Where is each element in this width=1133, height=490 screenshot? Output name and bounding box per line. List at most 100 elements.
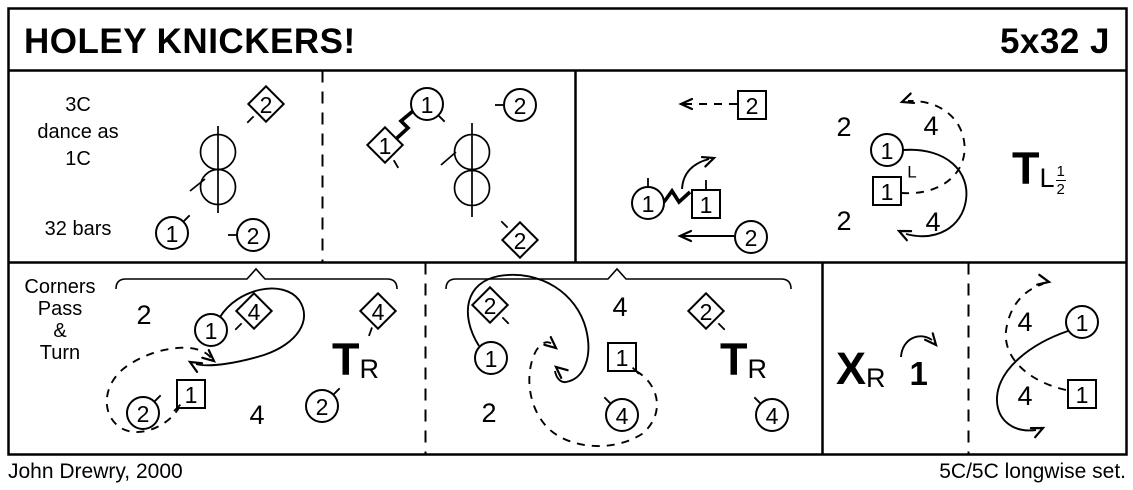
dancer-circle-1: 1	[194, 313, 228, 347]
phase-label: 4	[249, 400, 264, 430]
arrowhead	[923, 332, 938, 348]
couples-note-line: 1C	[65, 148, 91, 170]
overbrace-left	[115, 267, 398, 290]
dancer-number: 2	[137, 401, 150, 427]
facing-tick	[437, 114, 446, 123]
dancer-square-1: 1	[173, 379, 206, 412]
turn-symbol: T	[720, 334, 748, 385]
dancer-number: 4	[248, 299, 261, 325]
half-slash	[189, 178, 206, 192]
facing-tick	[717, 322, 726, 331]
phase-label: 4	[1017, 307, 1032, 337]
dancer-number: 4	[372, 299, 385, 325]
phase-label: 2	[136, 300, 151, 330]
dancer-number: 2	[700, 299, 713, 325]
dancer-number: 1	[700, 192, 713, 218]
dashed-turn-arc	[900, 100, 966, 195]
facing-tick	[182, 214, 191, 223]
dancer-diamond-2: 2	[686, 291, 726, 331]
dancer-circle-4: 4	[753, 396, 789, 432]
turn-symbol: T	[1012, 143, 1040, 194]
facing-tick	[500, 220, 509, 229]
phase-label: L	[907, 163, 916, 182]
dancer-square-1: 1	[691, 180, 721, 219]
dancer-circle-1: 1	[870, 133, 904, 167]
solid-turn-arc	[996, 330, 1069, 432]
arrowhead	[677, 229, 693, 243]
dancer-number: 1	[881, 179, 894, 205]
arrowhead	[543, 335, 559, 350]
arrowhead	[896, 229, 913, 242]
dancer-circle-2: 2	[495, 88, 537, 122]
dancer-square-2: 2	[737, 90, 767, 120]
dancer-circle-2: 2	[228, 218, 270, 252]
arrowhead	[187, 360, 204, 373]
set-type: 5C/5C longwise set.	[939, 460, 1126, 483]
arrowhead	[1036, 273, 1052, 286]
dancer-diamond-4: 4	[234, 291, 274, 331]
half-slash	[440, 151, 457, 166]
half-figure-eight-symbol	[189, 126, 237, 213]
dancer-number: 1	[881, 138, 894, 164]
arrowhead	[899, 92, 916, 105]
dancer-circle-2: 2	[305, 387, 341, 423]
dance-title: HOLEY KNICKERS!	[24, 22, 356, 61]
devisor-credit: John Drewry, 2000	[8, 460, 183, 483]
dancer-number: 2	[745, 225, 758, 251]
facing-tick	[234, 322, 243, 331]
phase-label: 2	[836, 206, 851, 236]
curved-track-up	[681, 158, 710, 190]
dashed-turn-arc	[1004, 283, 1067, 391]
dancer-number: 2	[247, 223, 260, 249]
dancer-diamond-2: 2	[470, 285, 510, 325]
couples-note: 3C dance as 1C	[18, 92, 138, 173]
repeat-and-type: 5x32 J	[999, 22, 1110, 61]
dancer-number: 4	[766, 403, 779, 429]
facing-tick	[368, 327, 373, 337]
couples-note-line: 3C	[65, 94, 91, 116]
solid-turn-arc	[902, 148, 968, 238]
dancer-diamond-4: 4	[358, 291, 398, 337]
phase-label: 2	[481, 398, 496, 428]
dashed-loop-track	[105, 346, 212, 433]
dancer-number: 1	[616, 345, 629, 371]
corners-note-line: Corners	[24, 276, 96, 298]
dancer-circle-1: 1	[410, 87, 446, 123]
overbrace-right	[445, 267, 792, 290]
track-arrows	[105, 92, 1069, 447]
turn-hand-subscript: R	[359, 354, 380, 384]
handhold-zigzag	[395, 109, 415, 140]
dancer-diamond-1: 1	[365, 125, 405, 169]
turn-hand-subscript: R	[747, 354, 768, 384]
couples-note-line: dance as	[37, 121, 119, 143]
outer-border	[7, 7, 1128, 456]
dancer-number: 2	[260, 92, 273, 118]
phase-labels-layer: 2 4 2 4 L 2 4 4 2 4 4	[136, 111, 1032, 430]
turn-symbol: T	[332, 334, 360, 385]
dancer-circle-2: 2	[126, 394, 162, 430]
handhold-zigzag	[662, 187, 692, 205]
arrowhead	[1029, 426, 1046, 439]
turn-single-arc	[900, 335, 933, 358]
arrowhead	[201, 348, 217, 363]
dancer-number: 2	[514, 228, 527, 254]
dancer-square-1: 1	[872, 176, 902, 206]
dancer-number: 4	[616, 403, 629, 429]
diagram-grid	[7, 7, 1128, 456]
facing-tick	[603, 396, 612, 405]
dancer-square-1: 1	[607, 342, 640, 375]
solid-loop-track	[195, 287, 305, 367]
dancer-number: 1	[1076, 310, 1089, 336]
dancer-diamond-2: 2	[500, 220, 540, 260]
phase-label: 4	[1017, 381, 1032, 411]
facing-tick	[392, 159, 400, 169]
dancer-number: 1	[421, 92, 434, 118]
dancer-number: 1	[642, 191, 655, 217]
phase-label: 2	[836, 112, 851, 142]
